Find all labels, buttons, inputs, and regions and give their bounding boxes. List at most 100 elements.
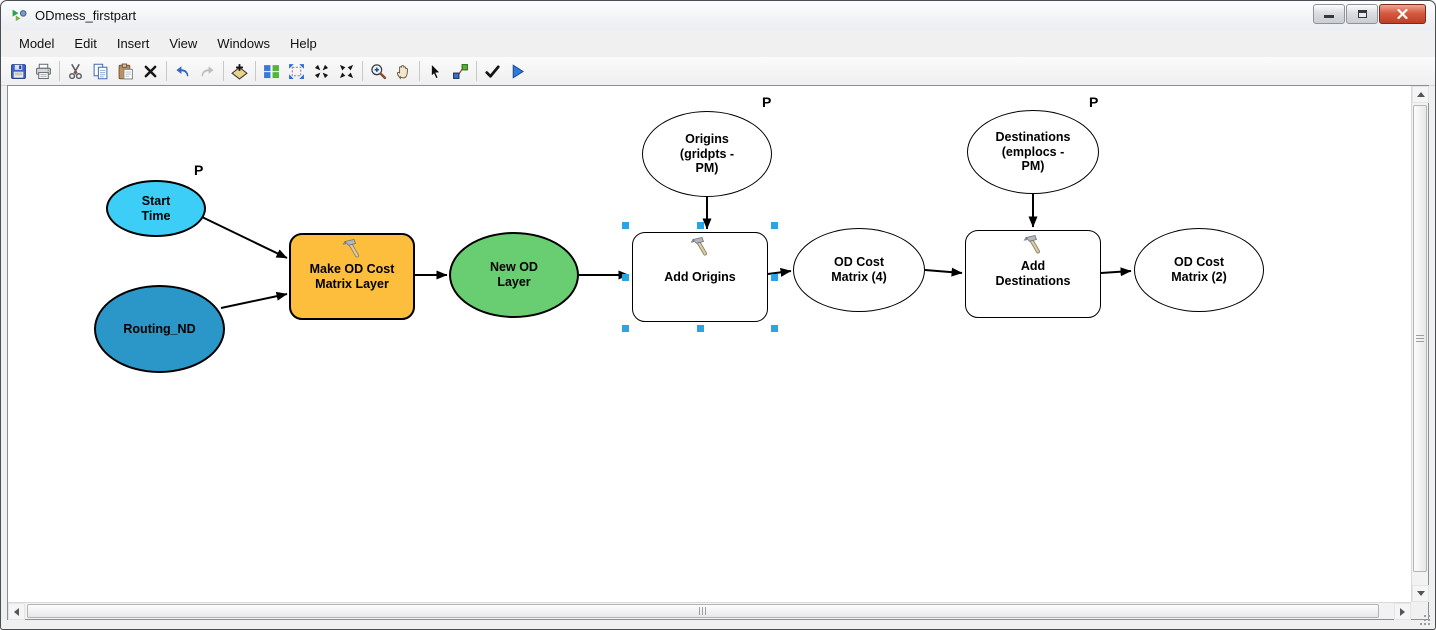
- hammer-icon: [688, 235, 712, 259]
- node-label: Add Origins: [664, 269, 736, 284]
- fixed-zoom-out-icon[interactable]: [334, 59, 359, 83]
- scroll-up-icon: [1416, 92, 1425, 97]
- scroll-left-icon: [14, 607, 19, 616]
- scroll-up-button[interactable]: [1412, 86, 1429, 103]
- selection-handle[interactable]: [771, 273, 778, 281]
- toolbar-separator: [419, 61, 420, 81]
- node-label: OD Cost Matrix (2): [1171, 255, 1227, 284]
- node-add-destinations[interactable]: Add Destinations: [965, 230, 1101, 318]
- menu-bar: Model Edit Insert View Windows Help: [1, 30, 1435, 57]
- fixed-zoom-in-icon[interactable]: [309, 59, 334, 83]
- node-destinations-emplocs-pm[interactable]: Destinations (emplocs - PM): [967, 110, 1099, 194]
- node-add-origins[interactable]: Add Origins: [632, 232, 768, 322]
- print-icon[interactable]: [31, 59, 56, 83]
- hammer-icon: [340, 237, 364, 261]
- connector-arrow[interactable]: [201, 216, 288, 259]
- toolbar-separator: [476, 61, 477, 81]
- scroll-right-button[interactable]: [1394, 603, 1411, 620]
- thumb-grip: [1416, 334, 1424, 343]
- minimize-button[interactable]: [1313, 4, 1345, 24]
- paste-icon[interactable]: [113, 59, 138, 83]
- scrollbar-corner[interactable]: [1411, 602, 1428, 619]
- modelbuilder-icon: [11, 7, 28, 24]
- selection-handle[interactable]: [622, 222, 629, 229]
- selection-handle[interactable]: [696, 222, 704, 229]
- node-origins-gridpts-pm[interactable]: Origins (gridpts - PM): [642, 111, 772, 197]
- selection-handle[interactable]: [622, 273, 629, 281]
- vertical-scrollbar[interactable]: [1411, 86, 1429, 602]
- full-extent-icon[interactable]: [284, 59, 309, 83]
- toolbar-separator: [59, 61, 60, 81]
- scroll-down-button[interactable]: [1412, 585, 1429, 602]
- selection-handle[interactable]: [771, 222, 778, 229]
- copy-icon[interactable]: [88, 59, 113, 83]
- window-controls: [1312, 4, 1426, 24]
- parameter-flag: P: [1089, 94, 1099, 110]
- validate-icon[interactable]: [480, 59, 505, 83]
- node-label: New OD Layer: [490, 260, 538, 289]
- menu-item-help[interactable]: Help: [290, 36, 317, 51]
- node-od-cost-matrix-4[interactable]: OD Cost Matrix (4): [793, 228, 925, 312]
- thumb-grip: [699, 607, 707, 615]
- node-od-cost-matrix-2[interactable]: OD Cost Matrix (2): [1134, 228, 1264, 312]
- selection-handle[interactable]: [771, 325, 778, 332]
- node-routing-nd[interactable]: Routing_ND: [94, 285, 225, 373]
- connector-arrow[interactable]: [1100, 267, 1132, 277]
- node-label: Make OD Cost Matrix Layer: [309, 261, 395, 291]
- redo-icon[interactable]: [195, 59, 220, 83]
- titlebar[interactable]: ODmess_firstpart: [1, 1, 1435, 30]
- toolbar-separator: [362, 61, 363, 81]
- horizontal-scrollbar[interactable]: [8, 602, 1411, 620]
- undo-icon[interactable]: [170, 59, 195, 83]
- resize-grip-icon: [1424, 615, 1426, 617]
- connect-icon[interactable]: [448, 59, 473, 83]
- select-icon[interactable]: [423, 59, 448, 83]
- close-button[interactable]: [1379, 4, 1426, 24]
- menu-item-windows[interactable]: Windows: [217, 36, 271, 51]
- window-title: ODmess_firstpart: [35, 8, 137, 23]
- menu-item-model[interactable]: Model: [19, 36, 55, 51]
- selection-handle[interactable]: [622, 325, 629, 332]
- close-icon: [1397, 9, 1408, 19]
- hammer-icon: [1021, 233, 1045, 257]
- toolbar: [1, 57, 1435, 86]
- run-icon[interactable]: [505, 59, 530, 83]
- pan-icon[interactable]: [391, 59, 416, 83]
- minimize-icon: [1324, 15, 1334, 18]
- zoom-in-icon[interactable]: [366, 59, 391, 83]
- canvas-frame: Start Time P Routing_ND Make OD Cost Matrix…: [7, 85, 1429, 620]
- maximize-button[interactable]: [1346, 4, 1378, 24]
- scroll-down-icon: [1416, 591, 1425, 596]
- scroll-left-button[interactable]: [8, 603, 25, 620]
- scroll-right-icon: [1400, 607, 1405, 616]
- delete-icon[interactable]: [138, 59, 163, 83]
- parameter-flag: P: [762, 94, 772, 110]
- save-icon[interactable]: [6, 59, 31, 83]
- vertical-scroll-thumb[interactable]: [1413, 105, 1427, 572]
- toolbar-separator: [255, 61, 256, 81]
- node-label: OD Cost Matrix (4): [831, 255, 887, 284]
- cut-icon[interactable]: [63, 59, 88, 83]
- node-new-od-layer[interactable]: New OD Layer: [449, 232, 579, 318]
- node-label: Routing_ND: [123, 321, 196, 336]
- restore-icon: [1357, 10, 1367, 18]
- toolbar-separator: [223, 61, 224, 81]
- node-label: Destinations (emplocs - PM): [995, 129, 1071, 174]
- parameter-flag: P: [194, 162, 204, 178]
- connector-arrow[interactable]: [924, 267, 963, 277]
- selection-handle[interactable]: [696, 325, 704, 332]
- auto-layout-icon[interactable]: [259, 59, 284, 83]
- node-label: Start Time: [141, 193, 171, 223]
- horizontal-scroll-thumb[interactable]: [27, 604, 1379, 618]
- model-canvas[interactable]: Start Time P Routing_ND Make OD Cost Matrix…: [8, 86, 1411, 602]
- node-make-od-cost-matrix-layer[interactable]: Make OD Cost Matrix Layer: [289, 233, 415, 320]
- add-data-icon[interactable]: [227, 59, 252, 83]
- node-label: Origins (gridpts - PM): [679, 131, 735, 176]
- node-start-time[interactable]: Start Time: [106, 180, 206, 237]
- toolbar-separator: [166, 61, 167, 81]
- connector-arrow[interactable]: [220, 291, 288, 309]
- menu-item-edit[interactable]: Edit: [74, 36, 97, 51]
- menu-item-insert[interactable]: Insert: [116, 36, 150, 51]
- menu-item-view[interactable]: View: [169, 36, 198, 51]
